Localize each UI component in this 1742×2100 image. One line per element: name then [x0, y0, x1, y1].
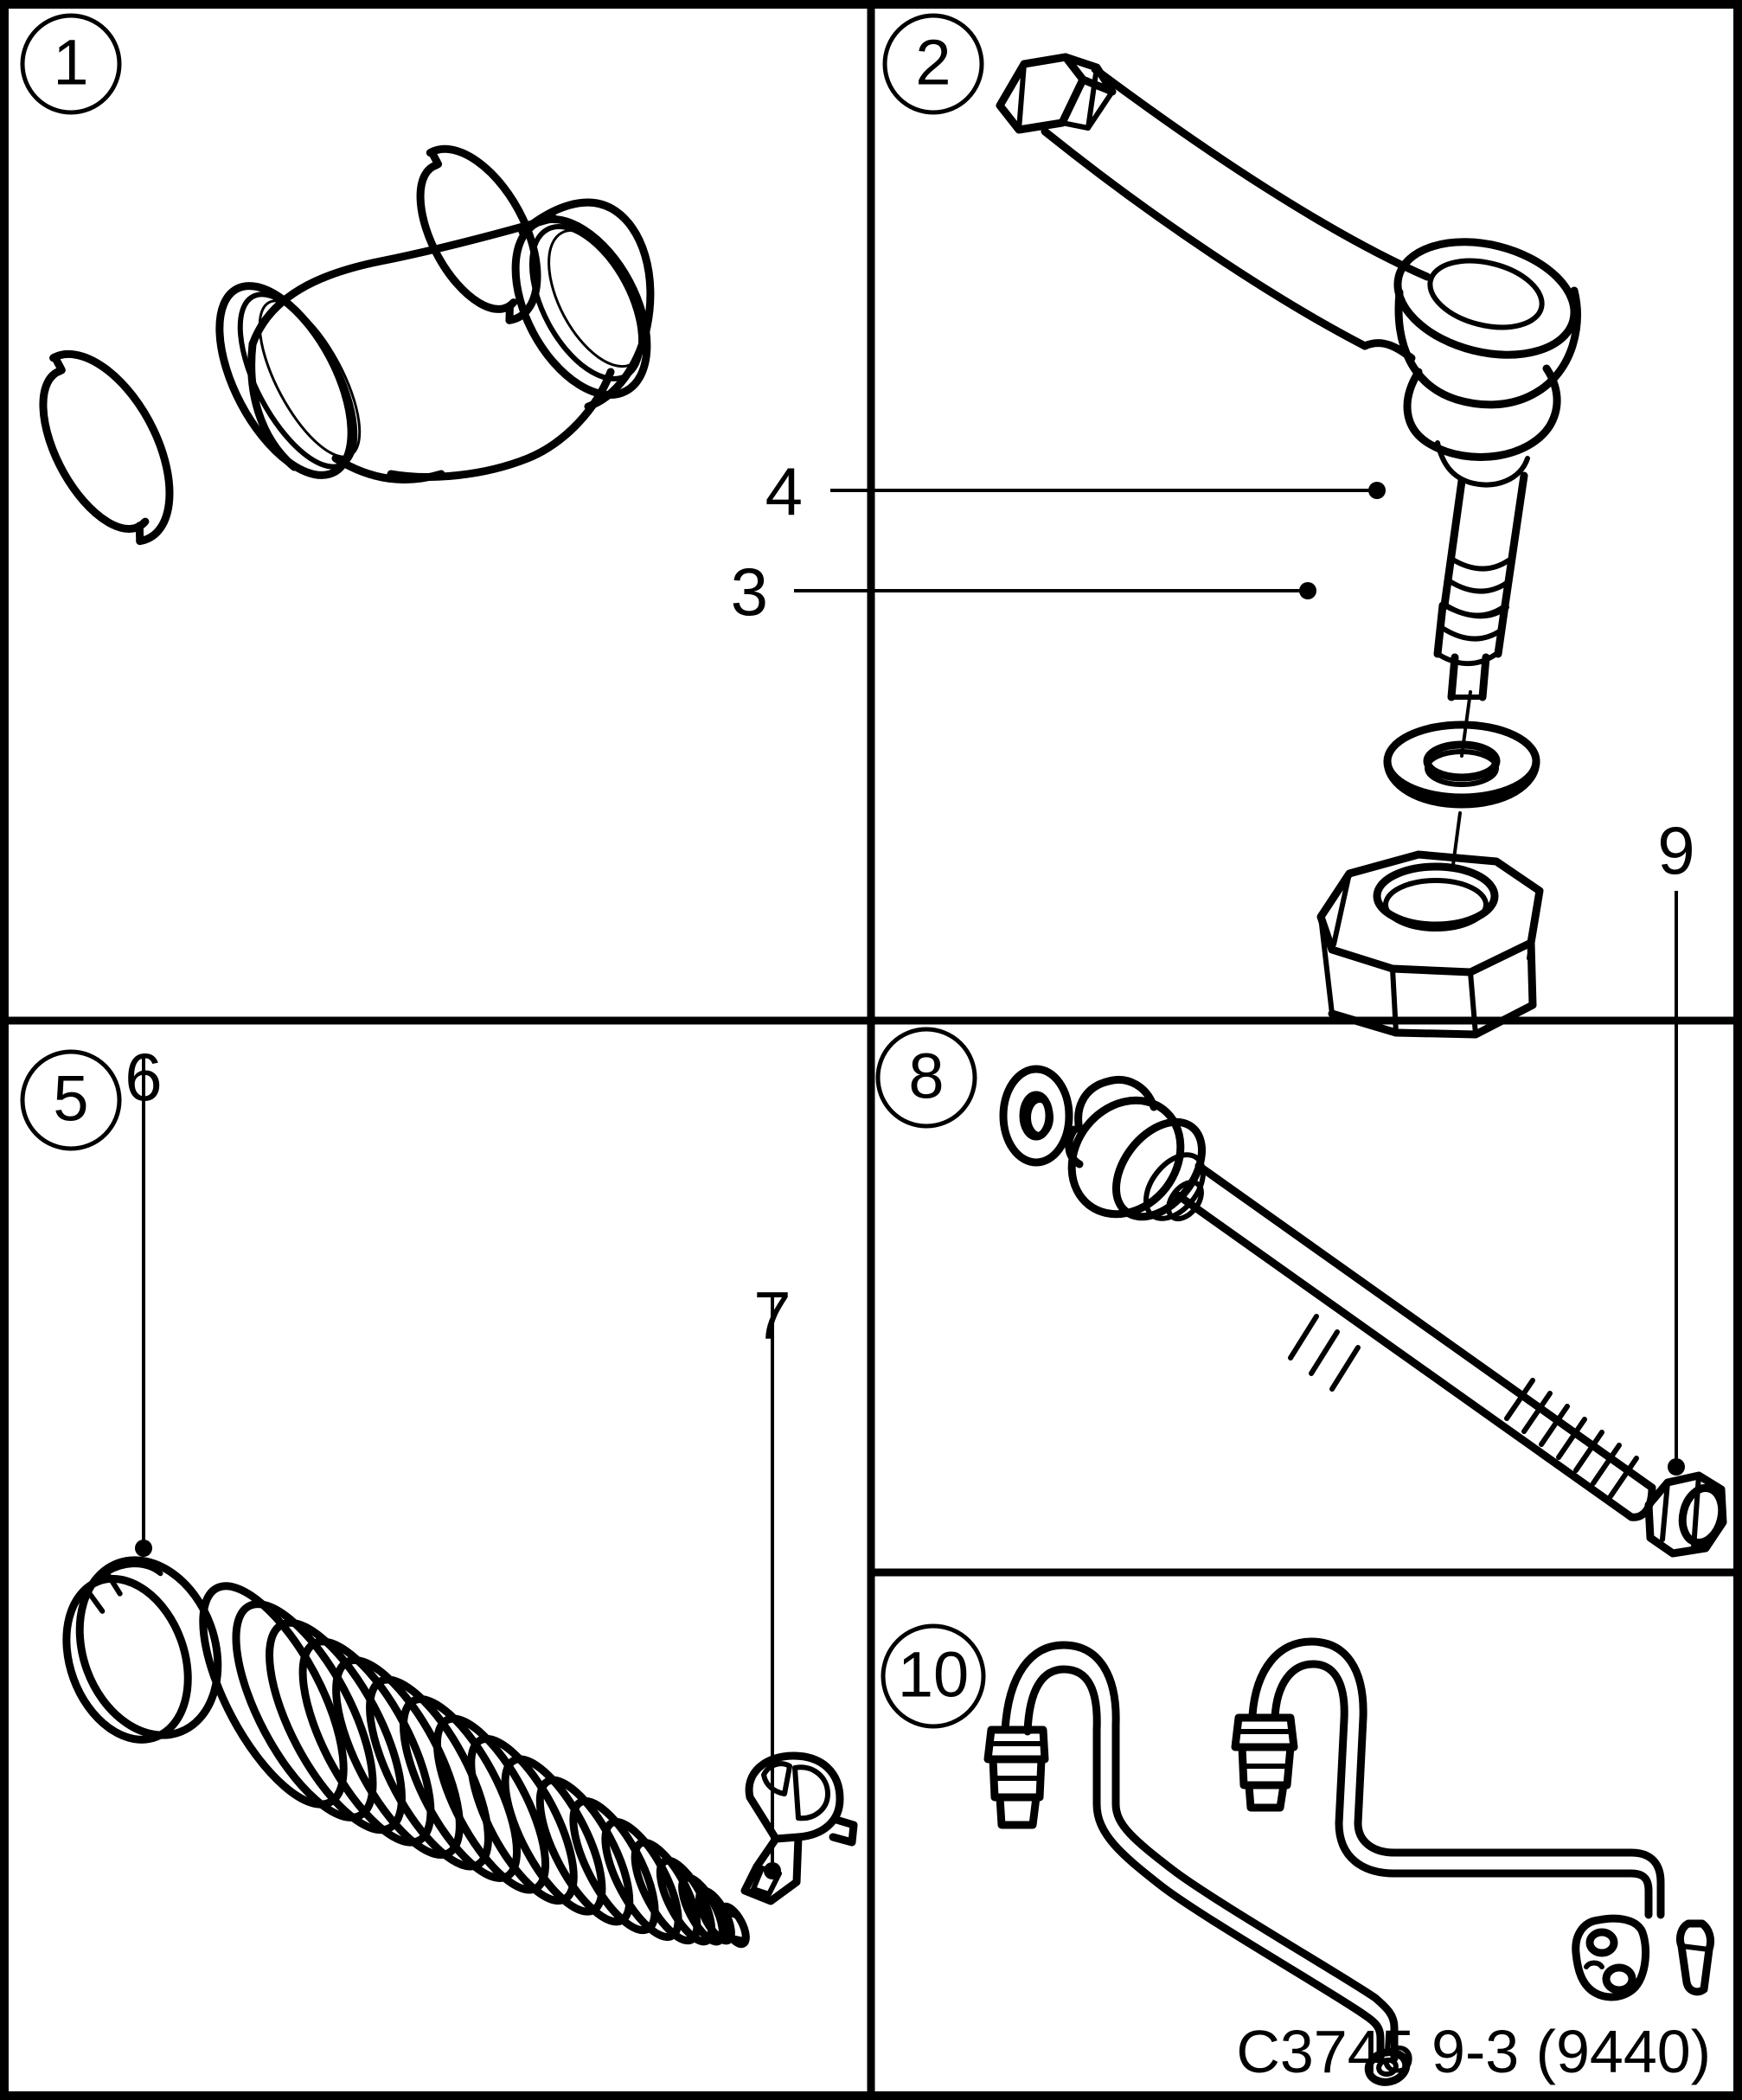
assembly-axis-upper: [1460, 690, 1472, 758]
panel-badge-2[interactable]: 2: [882, 13, 984, 115]
panel-10-artwork: [983, 1637, 1715, 2086]
callout-number-4: 4: [765, 453, 803, 529]
hydraulic-pipe-upper: [1231, 1637, 1665, 1919]
bracket-bolt: [1675, 1919, 1715, 1996]
washer-part: [1383, 720, 1540, 809]
panel-8-artwork: [999, 1065, 1727, 1558]
badge-circle-5: [20, 1049, 122, 1151]
panel-badge-5[interactable]: 5: [20, 1049, 122, 1151]
diagram-caption: C3745 9-3 (9440): [1236, 2018, 1711, 2085]
badge-label-1: 1: [53, 27, 88, 99]
retaining-ring-upper: [416, 144, 541, 324]
inner-tie-rod-joint: [1065, 1076, 1207, 1222]
rack-bellows-boot: [199, 1582, 750, 1949]
small-spring-clamp-part: [740, 1751, 858, 1905]
callout-number-3: 3: [731, 554, 768, 630]
panel-5-artwork: [62, 1556, 858, 1949]
rack-boot-body: [215, 198, 655, 483]
callout-number-6: 6: [125, 1039, 162, 1115]
tie-rod-hex-collar: [996, 53, 1117, 134]
panel-1-artwork: [39, 144, 655, 546]
lock-nut-part: [1644, 1471, 1727, 1558]
badge-label-10: 10: [898, 1639, 969, 1711]
leader-dot-3: [1299, 582, 1316, 599]
leader-dot-4: [1368, 482, 1386, 499]
badge-circle-10: [881, 1623, 986, 1729]
panel-2-artwork: [996, 53, 1581, 1039]
badge-circle-1: [20, 13, 122, 115]
panel-badge-8[interactable]: 8: [875, 1027, 977, 1129]
badge-label-8: 8: [908, 1040, 944, 1112]
hex-nut-part: [1316, 850, 1544, 1039]
ball-joint-housing: [1393, 238, 1581, 488]
panel-badge-1[interactable]: 1: [20, 13, 122, 115]
leader-dot-6: [135, 1540, 152, 1557]
tie-rod-stud: [1433, 471, 1528, 701]
panel-badge-10[interactable]: 10: [881, 1623, 986, 1729]
badge-circle-2: [882, 13, 984, 115]
inner-tie-rod-shaft: [1174, 1162, 1656, 1521]
inner-rod-washer: [999, 1065, 1073, 1167]
hydraulic-pipe-lower: [983, 1641, 1411, 2086]
pipe-mounting-bracket: [1572, 1914, 1650, 2001]
callout-number-7: 7: [753, 1277, 791, 1354]
badge-label-2: 2: [915, 27, 951, 99]
callout-leaders: [135, 482, 1685, 1879]
large-band-clamp-part: [62, 1556, 222, 1744]
leader-dot-9: [1668, 1458, 1685, 1476]
leader-dot-7: [764, 1862, 781, 1879]
badge-label-5: 5: [53, 1063, 88, 1135]
retaining-ring-lower: [39, 349, 174, 546]
badge-circle-8: [875, 1027, 977, 1129]
callout-number-9: 9: [1657, 812, 1694, 888]
